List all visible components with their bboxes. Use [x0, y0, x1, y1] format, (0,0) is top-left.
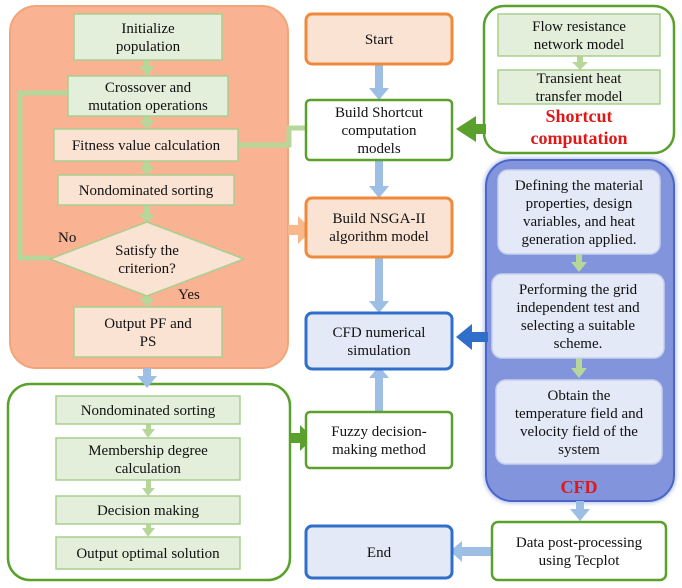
- nsga-initialize-box: Initialize population: [73, 13, 223, 61]
- transient-heat-box: Transient heat transfer model: [497, 69, 661, 105]
- nsga-criterion-diamond: Satisfy the criterion?: [47, 221, 247, 297]
- text-line: population: [116, 39, 181, 55]
- no-label: No: [58, 230, 76, 246]
- text-line: Decision making: [97, 503, 200, 519]
- start-box: Start: [304, 12, 454, 66]
- svg-text:Nondominated sorting: Nondominated sorting: [79, 183, 214, 199]
- fuzzy-decision-box: Decision making: [55, 495, 241, 525]
- text-line: criterion?: [118, 261, 176, 277]
- post-processing-box: Data post-processing using Tecplot: [490, 520, 668, 582]
- text-line: mutation operations: [88, 98, 208, 114]
- text-line: Build Shortcut: [335, 105, 424, 121]
- yes-label: Yes: [178, 287, 200, 303]
- nsga-fitness-box: Fitness value calculation: [53, 128, 239, 162]
- svg-text:Fitness value calculation: Fitness value calculation: [72, 138, 221, 154]
- svg-text:End: End: [367, 545, 392, 561]
- text-line: Transient heat: [537, 71, 623, 87]
- text-line: Crossover and: [105, 80, 192, 96]
- svg-text:Start: Start: [365, 32, 394, 48]
- text-line: selecting a suitable: [521, 318, 635, 334]
- text-line: transfer model: [535, 89, 622, 105]
- text-line: Defining the material: [515, 178, 643, 194]
- text-line: Nondominated sorting: [81, 403, 216, 419]
- text-line: Obtain the: [548, 388, 611, 404]
- fuzzy-nondominated-box: Nondominated sorting: [55, 395, 241, 425]
- text-line: Initialize: [121, 21, 175, 37]
- text-line: Build NSGA-II: [333, 211, 426, 227]
- text-line: Data post-processing: [516, 535, 643, 551]
- text-line: Performing the grid: [519, 282, 638, 298]
- text-line: temperature field and: [515, 406, 644, 422]
- text-line: Fitness value calculation: [72, 138, 221, 154]
- cfd-simulation-box: CFD numerical simulation: [304, 311, 454, 371]
- text-line: CFD: [561, 477, 598, 497]
- text-line: Flow resistance: [532, 19, 626, 35]
- text-line: simulation: [347, 343, 411, 359]
- text-line: independent test and: [516, 300, 640, 316]
- text-line: Fuzzy decision-: [331, 424, 426, 440]
- nsga-nondominated-box: Nondominated sorting: [57, 174, 235, 206]
- text-line: Start: [365, 32, 394, 48]
- text-line: Satisfy the: [115, 243, 179, 259]
- build-nsga-box: Build NSGA-II algorithm model: [304, 196, 454, 259]
- fuzzy-output-box: Output optimal solution: [55, 536, 241, 570]
- text-line: Membership degree: [88, 443, 208, 459]
- text-line: making method: [332, 442, 426, 458]
- text-line: computation: [530, 128, 627, 148]
- cfd-grid-box: Performing the grid independent test and s…: [491, 273, 665, 359]
- text-line: properties, design: [526, 196, 633, 212]
- text-line: Output optimal solution: [76, 546, 220, 562]
- flow-resistance-box: Flow resistance network model: [497, 13, 661, 57]
- cfd-title: CFD: [561, 477, 598, 497]
- text-line: scheme.: [554, 336, 603, 352]
- nsga-crossover-box: Crossover and mutation operations: [67, 75, 229, 117]
- text-line: Shortcut: [546, 106, 613, 126]
- text-line: models: [357, 141, 400, 157]
- text-line: velocity field of the: [520, 424, 638, 440]
- text-line: PS: [140, 334, 157, 350]
- fuzzy-method-box: Fuzzy decision-making method: [304, 410, 454, 470]
- text-line: using Tecplot: [539, 553, 621, 569]
- cfd-obtain-box: Obtain the temperature field and velocity …: [495, 379, 663, 465]
- svg-text:Nondominated sorting: Nondominated sorting: [81, 403, 216, 419]
- text-line: CFD numerical: [333, 325, 426, 341]
- text-line: End: [367, 545, 392, 561]
- end-box: End: [304, 524, 454, 580]
- text-line: variables, and heat: [523, 214, 636, 230]
- text-line: system: [558, 442, 600, 458]
- build-shortcut-box: Build Shortcut computation models: [304, 98, 454, 162]
- svg-text:Fuzzy decision-making method: Fuzzy decision-making method: [331, 424, 426, 458]
- text-line: calculation: [115, 461, 181, 477]
- text-line: Nondominated sorting: [79, 183, 214, 199]
- text-line: algorithm model: [329, 229, 429, 245]
- svg-text:Output optimal solution: Output optimal solution: [76, 546, 220, 562]
- text-line: Output PF and: [104, 316, 192, 332]
- svg-text:Decision making: Decision making: [97, 503, 200, 519]
- fuzzy-membership-box: Membership degree calculation: [55, 437, 241, 481]
- cfd-defining-box: Defining the material properties, design v…: [497, 169, 661, 255]
- text-line: computation: [342, 123, 417, 139]
- text-line: generation applied.: [522, 232, 637, 248]
- text-line: network model: [534, 37, 624, 53]
